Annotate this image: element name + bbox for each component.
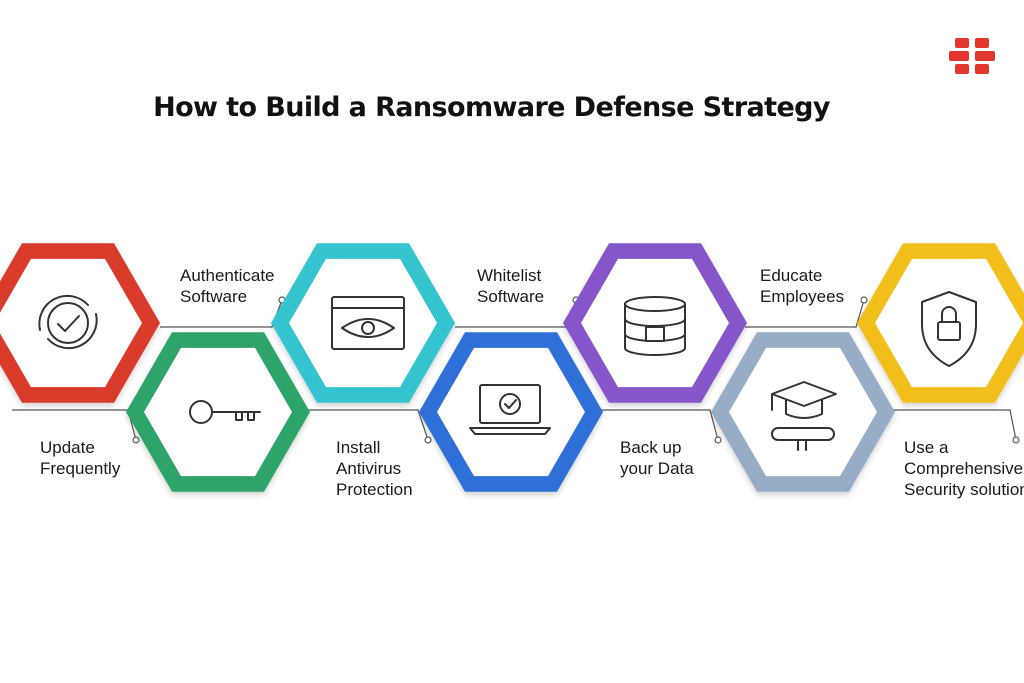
step-label-line: Software <box>477 287 545 306</box>
step-label-line: Security solution <box>904 480 1024 499</box>
refresh-check-icon <box>38 294 98 350</box>
key-icon <box>189 400 261 424</box>
step-label: Back up your Data <box>620 437 694 479</box>
step-label-line: Comprehensive <box>904 459 1024 478</box>
step-label-line: Whitelist <box>477 266 542 285</box>
step-label-line: your Data <box>620 459 694 478</box>
hexagon-inner <box>0 258 142 388</box>
step-label-line: Install <box>336 438 381 457</box>
step-label-line: Authenticate <box>180 266 275 285</box>
graduation-cap-diploma-icon <box>771 381 837 451</box>
connector-line <box>745 299 865 328</box>
brand-logo-icon <box>949 38 995 74</box>
step-label-line: Educate <box>760 266 823 285</box>
connector-line <box>892 409 1017 441</box>
step-label-line: Back up <box>620 438 682 457</box>
hexagon-inner <box>437 347 585 477</box>
step-label-line: Software <box>180 287 248 306</box>
laptop-gear-check-icon <box>469 384 551 435</box>
hexagon-inner <box>581 258 729 388</box>
database-folder-icon <box>624 296 686 356</box>
connector-line <box>12 409 137 441</box>
step-label-line: Use a <box>904 438 949 457</box>
connector-line <box>305 409 429 441</box>
shield-lock-icon <box>921 291 977 367</box>
hexagon-inner <box>729 347 877 477</box>
connector-line <box>160 299 283 328</box>
step-label-line: Frequently <box>40 459 121 478</box>
step-label-line: Antivirus <box>336 459 402 478</box>
step-label-line: Update <box>40 438 95 457</box>
step-label-line: Protection <box>336 480 413 499</box>
hexagon-inner <box>289 258 437 388</box>
browser-eye-icon <box>331 296 405 350</box>
page-title: How to Build a Ransomware Defense Strate… <box>153 92 830 123</box>
connector-line <box>600 409 719 441</box>
step-label-line: Employees <box>760 287 845 306</box>
